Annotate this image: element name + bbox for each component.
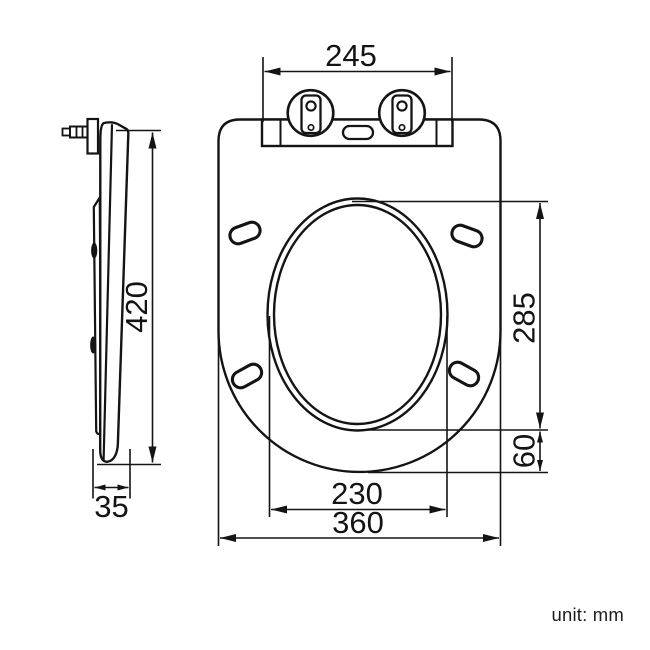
dim-label-inner-length: 285: [507, 292, 542, 344]
dim-label-outer-width: 360: [332, 505, 384, 540]
bumper-slot-bottom-left: [230, 362, 264, 390]
hinge-bolt-shaft: [69, 125, 89, 139]
hinge-bolt-tip: [61, 127, 71, 137]
top-view: [217, 88, 502, 474]
hinge-center-slot: [341, 124, 375, 141]
hinge-flange-plate: [86, 117, 100, 155]
seat-bumper-side: [90, 336, 97, 354]
seat-opening-inner-ring: [272, 203, 443, 426]
hinge-plate-hole: [307, 123, 315, 132]
top-view-dimensions: 245 285 60 230 360: [217, 38, 548, 546]
dim-label-thickness: 35: [94, 489, 128, 524]
unit-label: unit: mm: [551, 604, 624, 625]
hinge-plate-hole: [398, 123, 406, 132]
dim-label-hinge-spacing: 245: [325, 38, 377, 73]
bumper-slot-bottom-right: [447, 360, 481, 388]
bumper-slot-top-right: [450, 223, 484, 249]
seat-opening-outer-ring: [266, 197, 449, 432]
side-profile-view: [61, 117, 130, 463]
hinge-plate-hole: [305, 100, 317, 112]
dim-label-inner-width: 230: [331, 476, 383, 511]
lid-profile-edge-line: [102, 124, 114, 461]
dim-label-length: 420: [119, 281, 154, 333]
seat-outline: [217, 118, 502, 474]
seat-bumper-side: [91, 242, 98, 259]
lid-profile: [98, 121, 130, 463]
hinge-plate-hole: [396, 100, 408, 112]
bumper-slot-top-left: [228, 220, 262, 246]
side-view-dimensions: 420 35: [92, 129, 161, 524]
dim-label-front-rim: 60: [507, 434, 542, 468]
